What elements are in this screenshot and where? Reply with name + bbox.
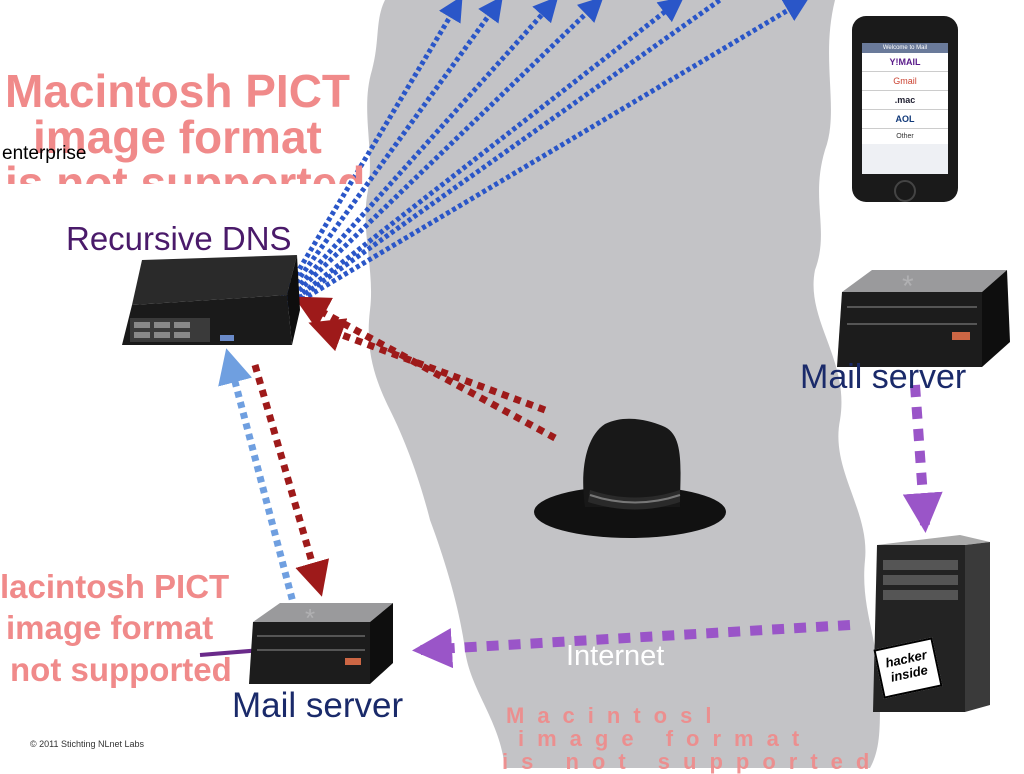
- internet-cloud: [365, 0, 880, 768]
- mail-server-bottom: *: [249, 603, 393, 684]
- mail-server-right: *: [837, 270, 1010, 367]
- unsupported-image-placeholder: Macintosl image format is not supported: [502, 704, 882, 773]
- mail-server-bottom-label: Mail server: [232, 686, 404, 725]
- placeholder-line: is not supported: [502, 749, 883, 774]
- copyright-notice: © 2011 Stichting NLnet Labs: [30, 739, 145, 749]
- mail-arrows: [412, 384, 943, 669]
- enterprise-label: enterprise: [2, 143, 87, 164]
- phone-header: Welcome to Mail: [862, 43, 948, 53]
- placeholder-line: is not supported: [5, 160, 365, 184]
- phone-mail-option: .mac: [862, 91, 948, 110]
- attack-arrows: [251, 296, 557, 597]
- unsupported-image-placeholder: lacintosh PICT image format not supporte…: [0, 566, 232, 690]
- unsupported-image-placeholder: Macintosh PICT image format is not suppo…: [5, 68, 365, 184]
- phone-mail-option: Y!MAIL: [862, 53, 948, 72]
- svg-text:*: *: [305, 603, 315, 633]
- phone-home-button: [894, 180, 916, 202]
- placeholder-line: Macintosl: [506, 703, 725, 728]
- recursive-dns-label: Recursive DNS: [66, 220, 292, 257]
- phone-mail-option: AOL: [862, 110, 948, 129]
- phone-mail-option: Gmail: [862, 72, 948, 91]
- placeholder-line: image format: [518, 726, 813, 752]
- recursive-dns-server: [122, 255, 300, 345]
- phone-screen: Welcome to Mail Y!MAIL Gmail .mac AOL Ot…: [862, 43, 948, 174]
- placeholder-line: lacintosh PICT: [0, 568, 230, 605]
- placeholder-line: image format: [6, 609, 214, 647]
- mail-server-right-label: Mail server: [800, 358, 967, 396]
- black-hat-icon: [534, 418, 726, 538]
- internet-label: Internet: [566, 640, 665, 672]
- placeholder-line: image format: [33, 111, 322, 163]
- svg-text:*: *: [902, 270, 914, 303]
- placeholder-line: not supported: [10, 650, 232, 688]
- smartphone: Welcome to Mail Y!MAIL Gmail .mac AOL Ot…: [852, 16, 958, 202]
- phone-mail-option: Other: [862, 129, 948, 144]
- placeholder-line: Macintosh PICT: [5, 65, 351, 117]
- dns-query-arrows: [275, 0, 810, 310]
